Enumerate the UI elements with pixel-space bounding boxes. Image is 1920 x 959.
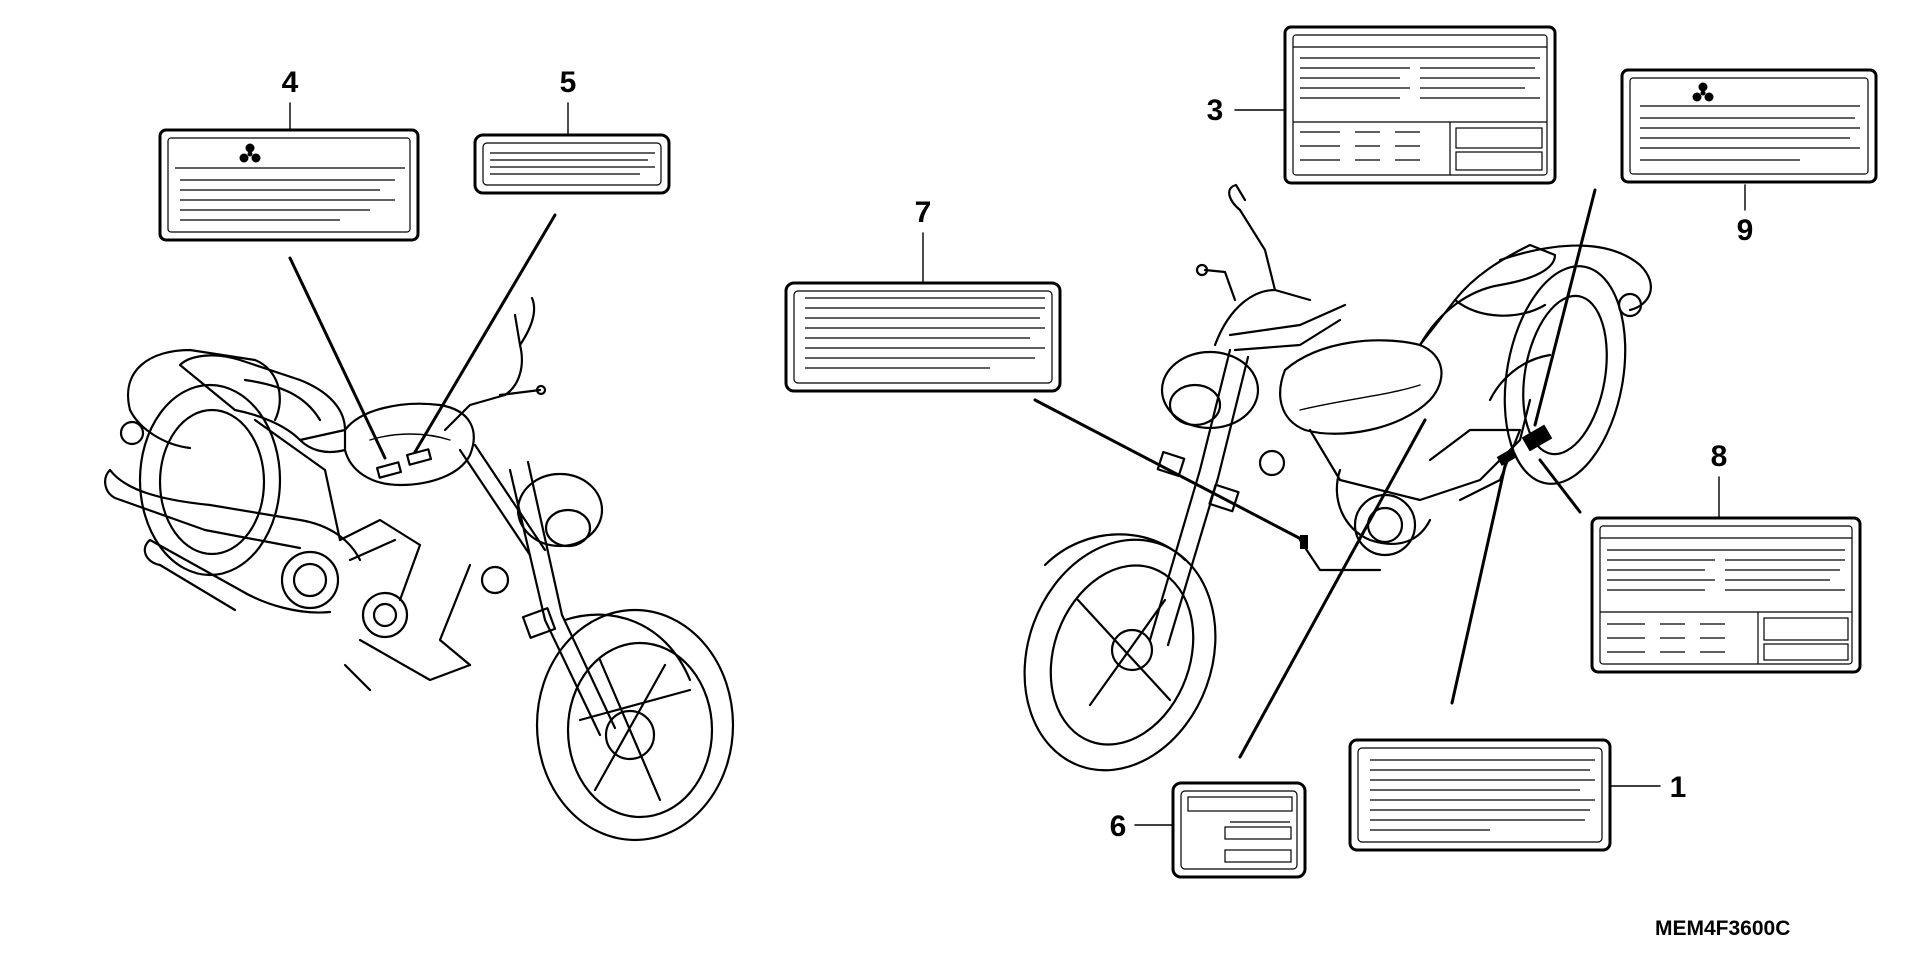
caution-label-4 — [158, 128, 420, 242]
caution-label-8 — [1590, 516, 1862, 674]
callout-5: 5 — [560, 66, 577, 99]
diagram-code: MEM4F3600C — [1655, 917, 1790, 940]
callout-3: 3 — [1207, 94, 1224, 127]
caution-label-1 — [1348, 738, 1612, 852]
caution-label-6 — [1171, 781, 1307, 879]
leader-lines — [288, 102, 1746, 826]
motorcycle-right-view — [1023, 183, 1652, 772]
caution-label-9 — [1620, 68, 1878, 184]
callout-1: 1 — [1670, 771, 1687, 804]
callout-9: 9 — [1737, 214, 1754, 247]
caution-label-5 — [473, 133, 671, 195]
callout-4: 4 — [282, 66, 299, 99]
callout-6: 6 — [1110, 810, 1127, 843]
motorcycle-left-view — [104, 296, 735, 842]
caution-label-7 — [784, 281, 1062, 393]
callout-7: 7 — [915, 196, 932, 229]
caution-label-3 — [1283, 25, 1557, 185]
callout-8: 8 — [1711, 440, 1728, 473]
